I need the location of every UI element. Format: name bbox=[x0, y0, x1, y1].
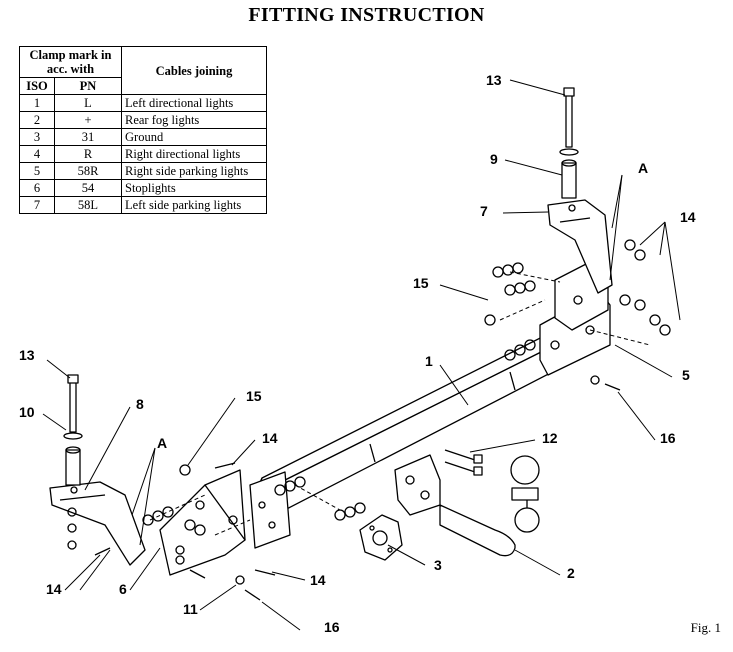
iso-cell: 7 bbox=[19, 196, 55, 214]
callout-12: 12 bbox=[542, 430, 558, 446]
ball-mount-bracket-part bbox=[394, 454, 441, 516]
callout-11: 11 bbox=[183, 601, 198, 617]
socket-plate-part bbox=[359, 514, 403, 561]
tow-ball-part bbox=[439, 455, 540, 557]
callout-10: 10 bbox=[19, 404, 35, 420]
callout-3: 3 bbox=[434, 557, 442, 573]
callout-16-bottom: 16 bbox=[324, 619, 340, 635]
callout-6: 6 bbox=[119, 581, 127, 597]
callout-A-left: A bbox=[157, 435, 167, 451]
clamp-mark-header: Clamp mark in acc. with bbox=[19, 46, 122, 78]
ball-bolts-part bbox=[444, 449, 483, 476]
callout-14-left: 14 bbox=[46, 581, 62, 597]
left-crossbar-plate-part bbox=[249, 471, 291, 549]
callout-8: 8 bbox=[136, 396, 144, 412]
callout-14-mid: 14 bbox=[262, 430, 278, 446]
alignment-lines bbox=[149, 271, 651, 536]
callout-13-left: 13 bbox=[19, 347, 35, 363]
right-plate-part bbox=[547, 199, 613, 294]
right-spacer-part bbox=[559, 148, 579, 199]
table-row: 6 54 Stoplights bbox=[19, 179, 267, 197]
desc-cell: Left side parking lights bbox=[121, 196, 267, 214]
callout-15-right: 15 bbox=[413, 275, 429, 291]
right-top-bolt-part bbox=[563, 87, 575, 148]
callout-2: 2 bbox=[567, 565, 575, 581]
desc-cell: Right side parking lights bbox=[121, 162, 267, 180]
callout-1: 1 bbox=[425, 353, 433, 369]
desc-cell: Right directional lights bbox=[121, 145, 267, 163]
left-plate-part bbox=[49, 481, 146, 566]
pn-header: PN bbox=[54, 77, 122, 95]
callout-14-bottom: 14 bbox=[310, 572, 326, 588]
leader-lines bbox=[42, 79, 681, 631]
table-subheader-row: ISO PN bbox=[19, 77, 267, 95]
table-row: 7 58L Left side parking lights bbox=[19, 196, 267, 214]
loose-bolts bbox=[94, 383, 621, 601]
fastener-stacks bbox=[67, 239, 671, 585]
callout-14-right: 14 bbox=[680, 209, 696, 225]
callout-13-right: 13 bbox=[486, 72, 502, 88]
table-header-row: Clamp mark in acc. with Cables joining bbox=[19, 46, 267, 95]
callout-A-right: A bbox=[638, 160, 648, 176]
cable-joining-table: Clamp mark in acc. with Cables joining I… bbox=[19, 46, 267, 214]
pn-cell: 58R bbox=[54, 162, 122, 180]
table-row: 4 R Right directional lights bbox=[19, 145, 267, 163]
callout-5: 5 bbox=[682, 367, 690, 383]
callout-15-left: 15 bbox=[246, 388, 262, 404]
desc-cell: Rear fog lights bbox=[121, 111, 267, 129]
callout-16-right: 16 bbox=[660, 430, 676, 446]
callout-7: 7 bbox=[480, 203, 488, 219]
table-row: 5 58R Right side parking lights bbox=[19, 162, 267, 180]
page-title: FITTING INSTRUCTION bbox=[248, 4, 485, 26]
left-bracket-part bbox=[159, 469, 246, 576]
left-top-bolt-part bbox=[67, 374, 79, 433]
figure-label: Fig. 1 bbox=[690, 620, 721, 635]
table-row: 2 + Rear fog lights bbox=[19, 111, 267, 129]
callout-9: 9 bbox=[490, 151, 498, 167]
left-spacer-part bbox=[63, 432, 83, 486]
